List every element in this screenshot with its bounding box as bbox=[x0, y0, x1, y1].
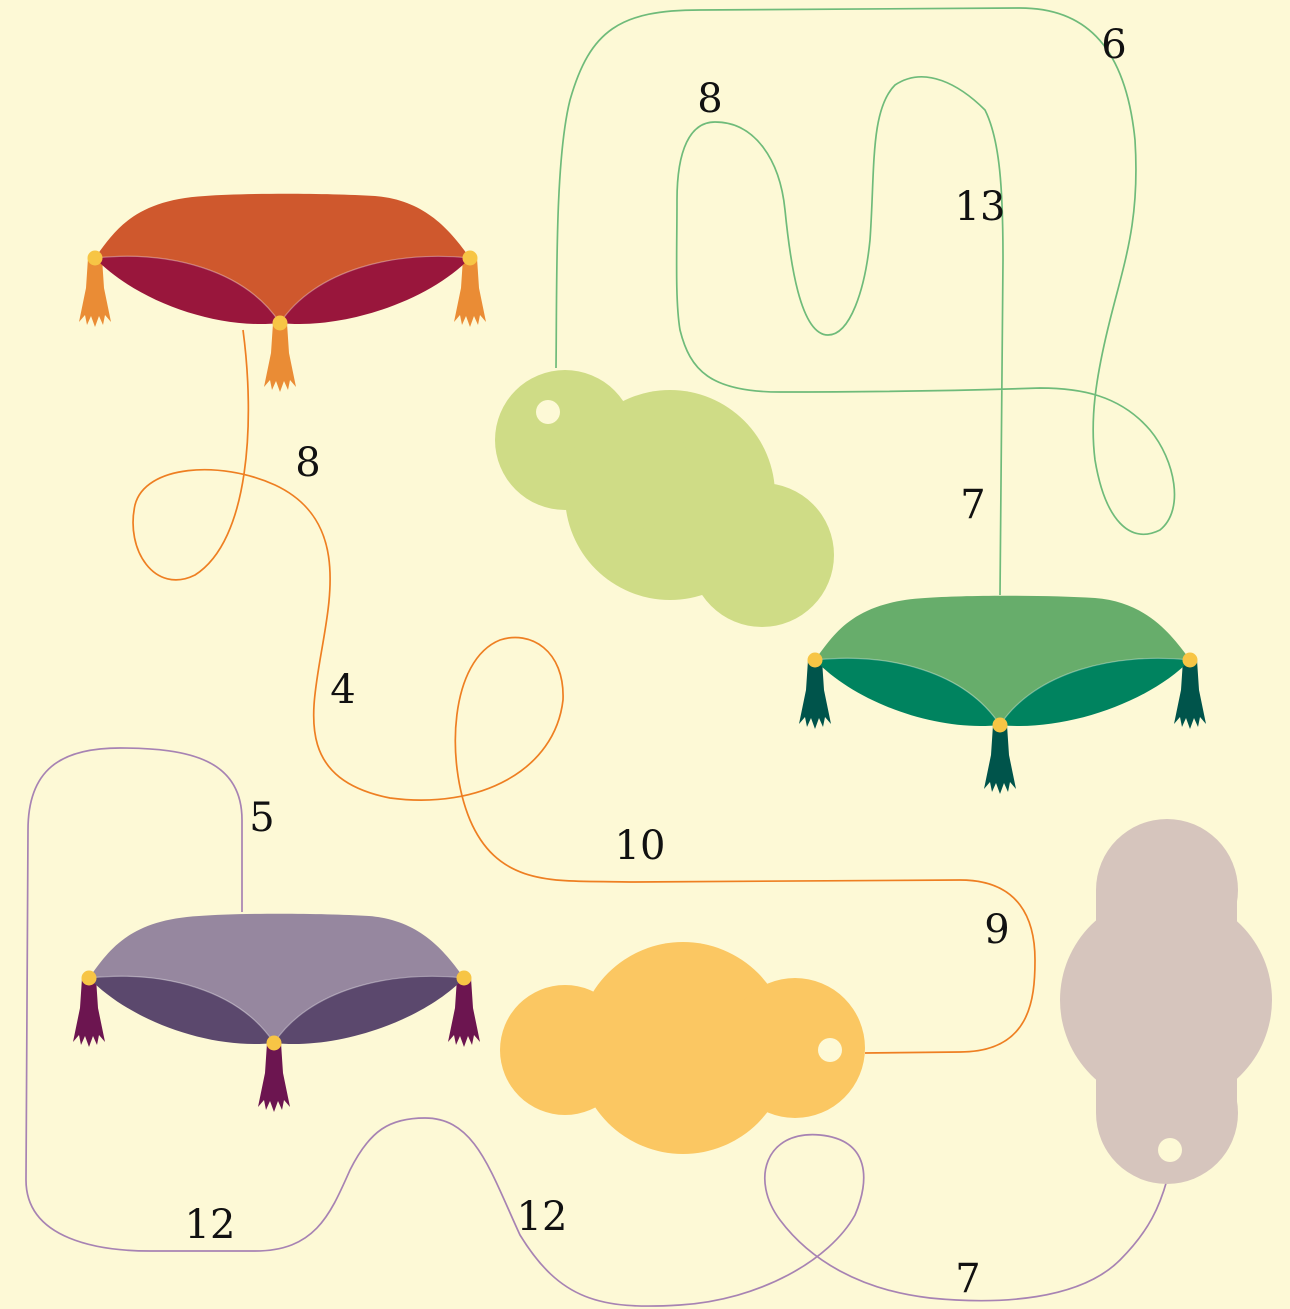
green-string-label-4: 6 bbox=[1101, 22, 1126, 68]
green-string-label-1: 8 bbox=[697, 76, 722, 122]
orange-string-label-4: 9 bbox=[984, 907, 1009, 953]
cushion-green-bead-1 bbox=[808, 653, 823, 668]
cushion-purple-bead-2 bbox=[267, 1036, 282, 1051]
green-string-label-2: 13 bbox=[955, 184, 1006, 230]
purple-string-label-3: 12 bbox=[517, 1194, 568, 1240]
cushion-orange-bead-2 bbox=[273, 316, 288, 331]
cushion-orange-bead-3 bbox=[463, 251, 478, 266]
cushion-green-bead-2 bbox=[993, 718, 1008, 733]
cushion-green-bead-3 bbox=[1183, 653, 1198, 668]
cloud-lime-hole bbox=[536, 400, 560, 424]
orange-string-label-3: 10 bbox=[615, 823, 666, 869]
cushion-purple-bead-3 bbox=[457, 971, 472, 986]
purple-string-label-2: 12 bbox=[185, 1202, 236, 1248]
cloud-yellow-hole bbox=[818, 1038, 842, 1062]
purple-string-label-1: 5 bbox=[249, 795, 274, 841]
cushion-orange-bead-1 bbox=[88, 251, 103, 266]
orange-string-label-2: 4 bbox=[330, 667, 355, 713]
cloud-taupe-hole bbox=[1158, 1138, 1182, 1162]
green-string-label-3: 7 bbox=[960, 482, 985, 528]
purple-string-label-4: 7 bbox=[955, 1256, 980, 1302]
orange-string-label-1: 8 bbox=[295, 440, 320, 486]
cushion-purple-bead-1 bbox=[82, 971, 97, 986]
